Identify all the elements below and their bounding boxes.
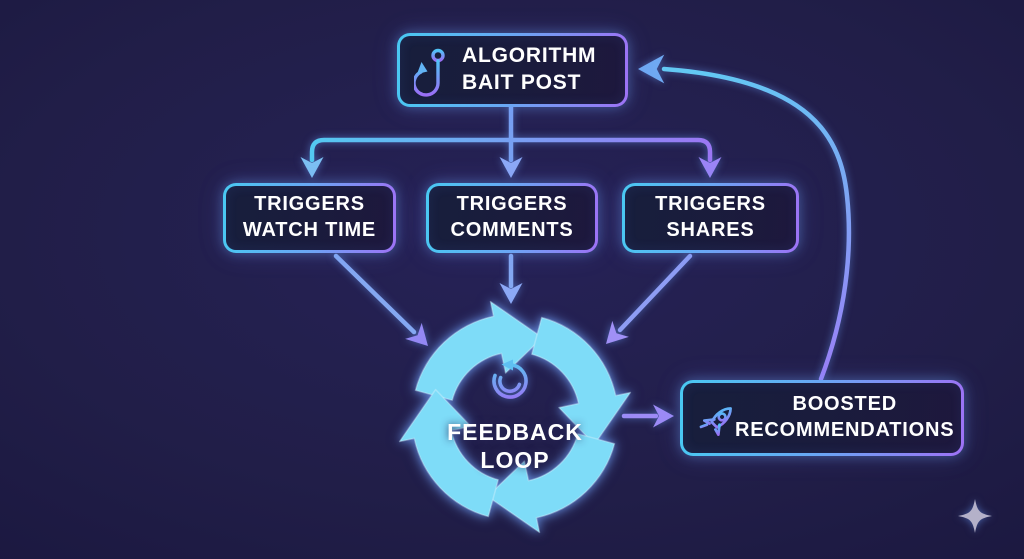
node-label: ALGORITHM BAIT POST xyxy=(462,44,597,94)
refresh-icon xyxy=(492,359,528,399)
edge-shares-to-loop xyxy=(597,253,693,352)
node-triggers-comments: TRIGGERS COMMENTS xyxy=(426,183,598,253)
arrowhead-watch-time xyxy=(300,157,324,178)
node-triggers-watch-time: TRIGGERS WATCH TIME xyxy=(223,183,396,253)
node-label: TRIGGERS COMMENTS xyxy=(450,193,574,241)
node-triggers-shares: TRIGGERS SHARES xyxy=(622,183,799,253)
edge-comments-to-loop xyxy=(499,253,523,304)
feedback-loop-cycle-arrows xyxy=(398,300,632,534)
arrowhead-comments xyxy=(499,157,523,178)
fish-hook-icon xyxy=(414,35,445,97)
edge-watch-time-to-loop xyxy=(333,253,437,354)
rocket-icon xyxy=(699,407,732,437)
edge-bait-to-triggers xyxy=(300,104,722,178)
node-algorithm-bait-post: ALGORITHM BAIT POST xyxy=(397,33,628,107)
sparkle-icon xyxy=(958,499,992,533)
node-label: TRIGGERS SHARES xyxy=(655,193,766,241)
node-label: TRIGGERS WATCH TIME xyxy=(242,193,377,241)
node-label: BOOSTED RECOMMENDATIONS xyxy=(735,393,955,441)
node-feedback-loop-label: FEEDBACK LOOP xyxy=(447,419,583,474)
edge-loop-to-boost xyxy=(621,404,674,428)
arrowhead-shares xyxy=(698,157,722,178)
node-boosted-recommendations: BOOSTED RECOMMENDATIONS xyxy=(680,380,964,456)
